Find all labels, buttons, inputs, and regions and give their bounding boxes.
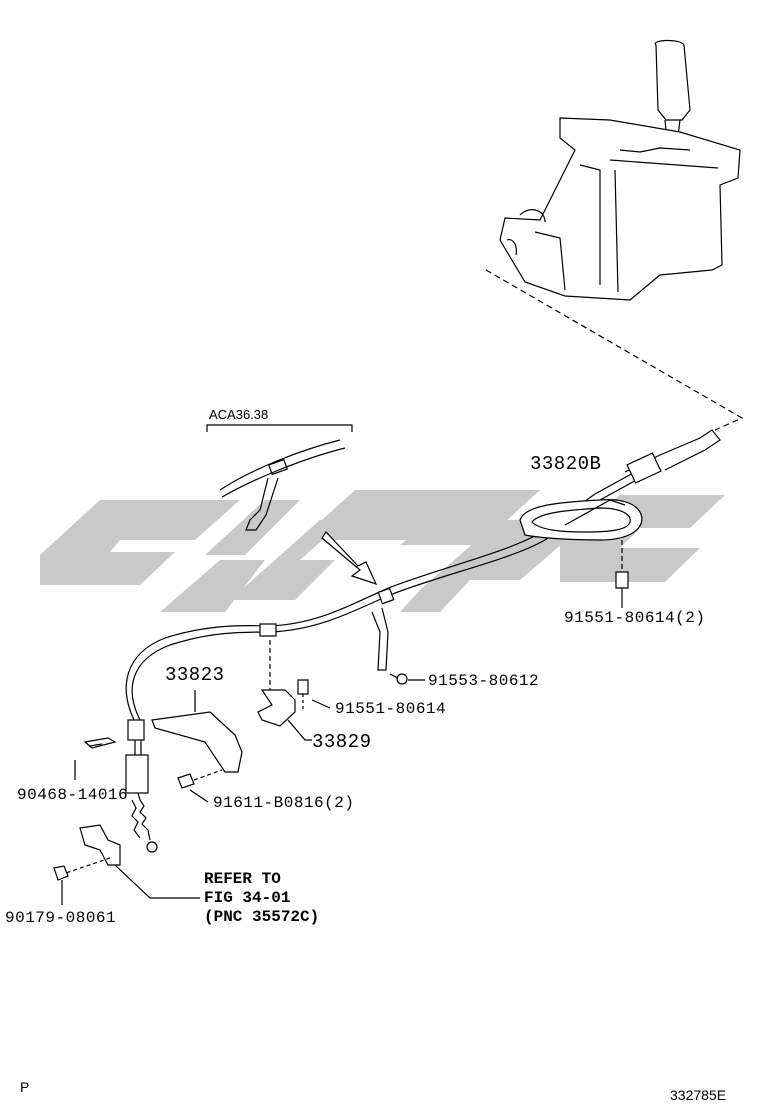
footer-page-code: P: [20, 1079, 30, 1095]
refer-line-3: (PNC 35572C): [204, 908, 320, 926]
shift-console: [499, 39, 741, 301]
bracket-33829: [257, 689, 296, 727]
refer-line-1: REFER TO: [204, 870, 281, 888]
part-33823: 33823: [165, 664, 225, 686]
part-33820b: 33820B: [530, 453, 602, 475]
part-91551-80614: 91551-80614: [335, 700, 447, 718]
part-91611-b0816-2: 91611-B0816(2): [213, 794, 355, 812]
variant-bracket: [206, 424, 353, 432]
bracket-33820b: [519, 499, 643, 541]
bracket-33823: [151, 711, 243, 773]
part-91553-80612: 91553-80612: [428, 672, 540, 690]
watermark-logo: [40, 490, 725, 612]
part-91551-80614-2: 91551-80614(2): [564, 609, 706, 627]
part-33829: 33829: [312, 731, 372, 753]
variant-label: ACA36.38: [209, 407, 269, 422]
shift-cable: [131, 477, 641, 721]
part-90468-14016: 90468-14016: [17, 786, 129, 804]
refer-line-2: FIG 34-01: [204, 889, 291, 907]
part-90179-08061: 90179-08061: [5, 909, 117, 927]
console-leader: [485, 269, 744, 431]
linework: [53, 39, 744, 905]
refer-note: REFER TO FIG 34-01 (PNC 35572C): [204, 870, 319, 927]
direction-arrow: [321, 531, 378, 586]
footer-figure-id: 332785E: [670, 1087, 727, 1103]
